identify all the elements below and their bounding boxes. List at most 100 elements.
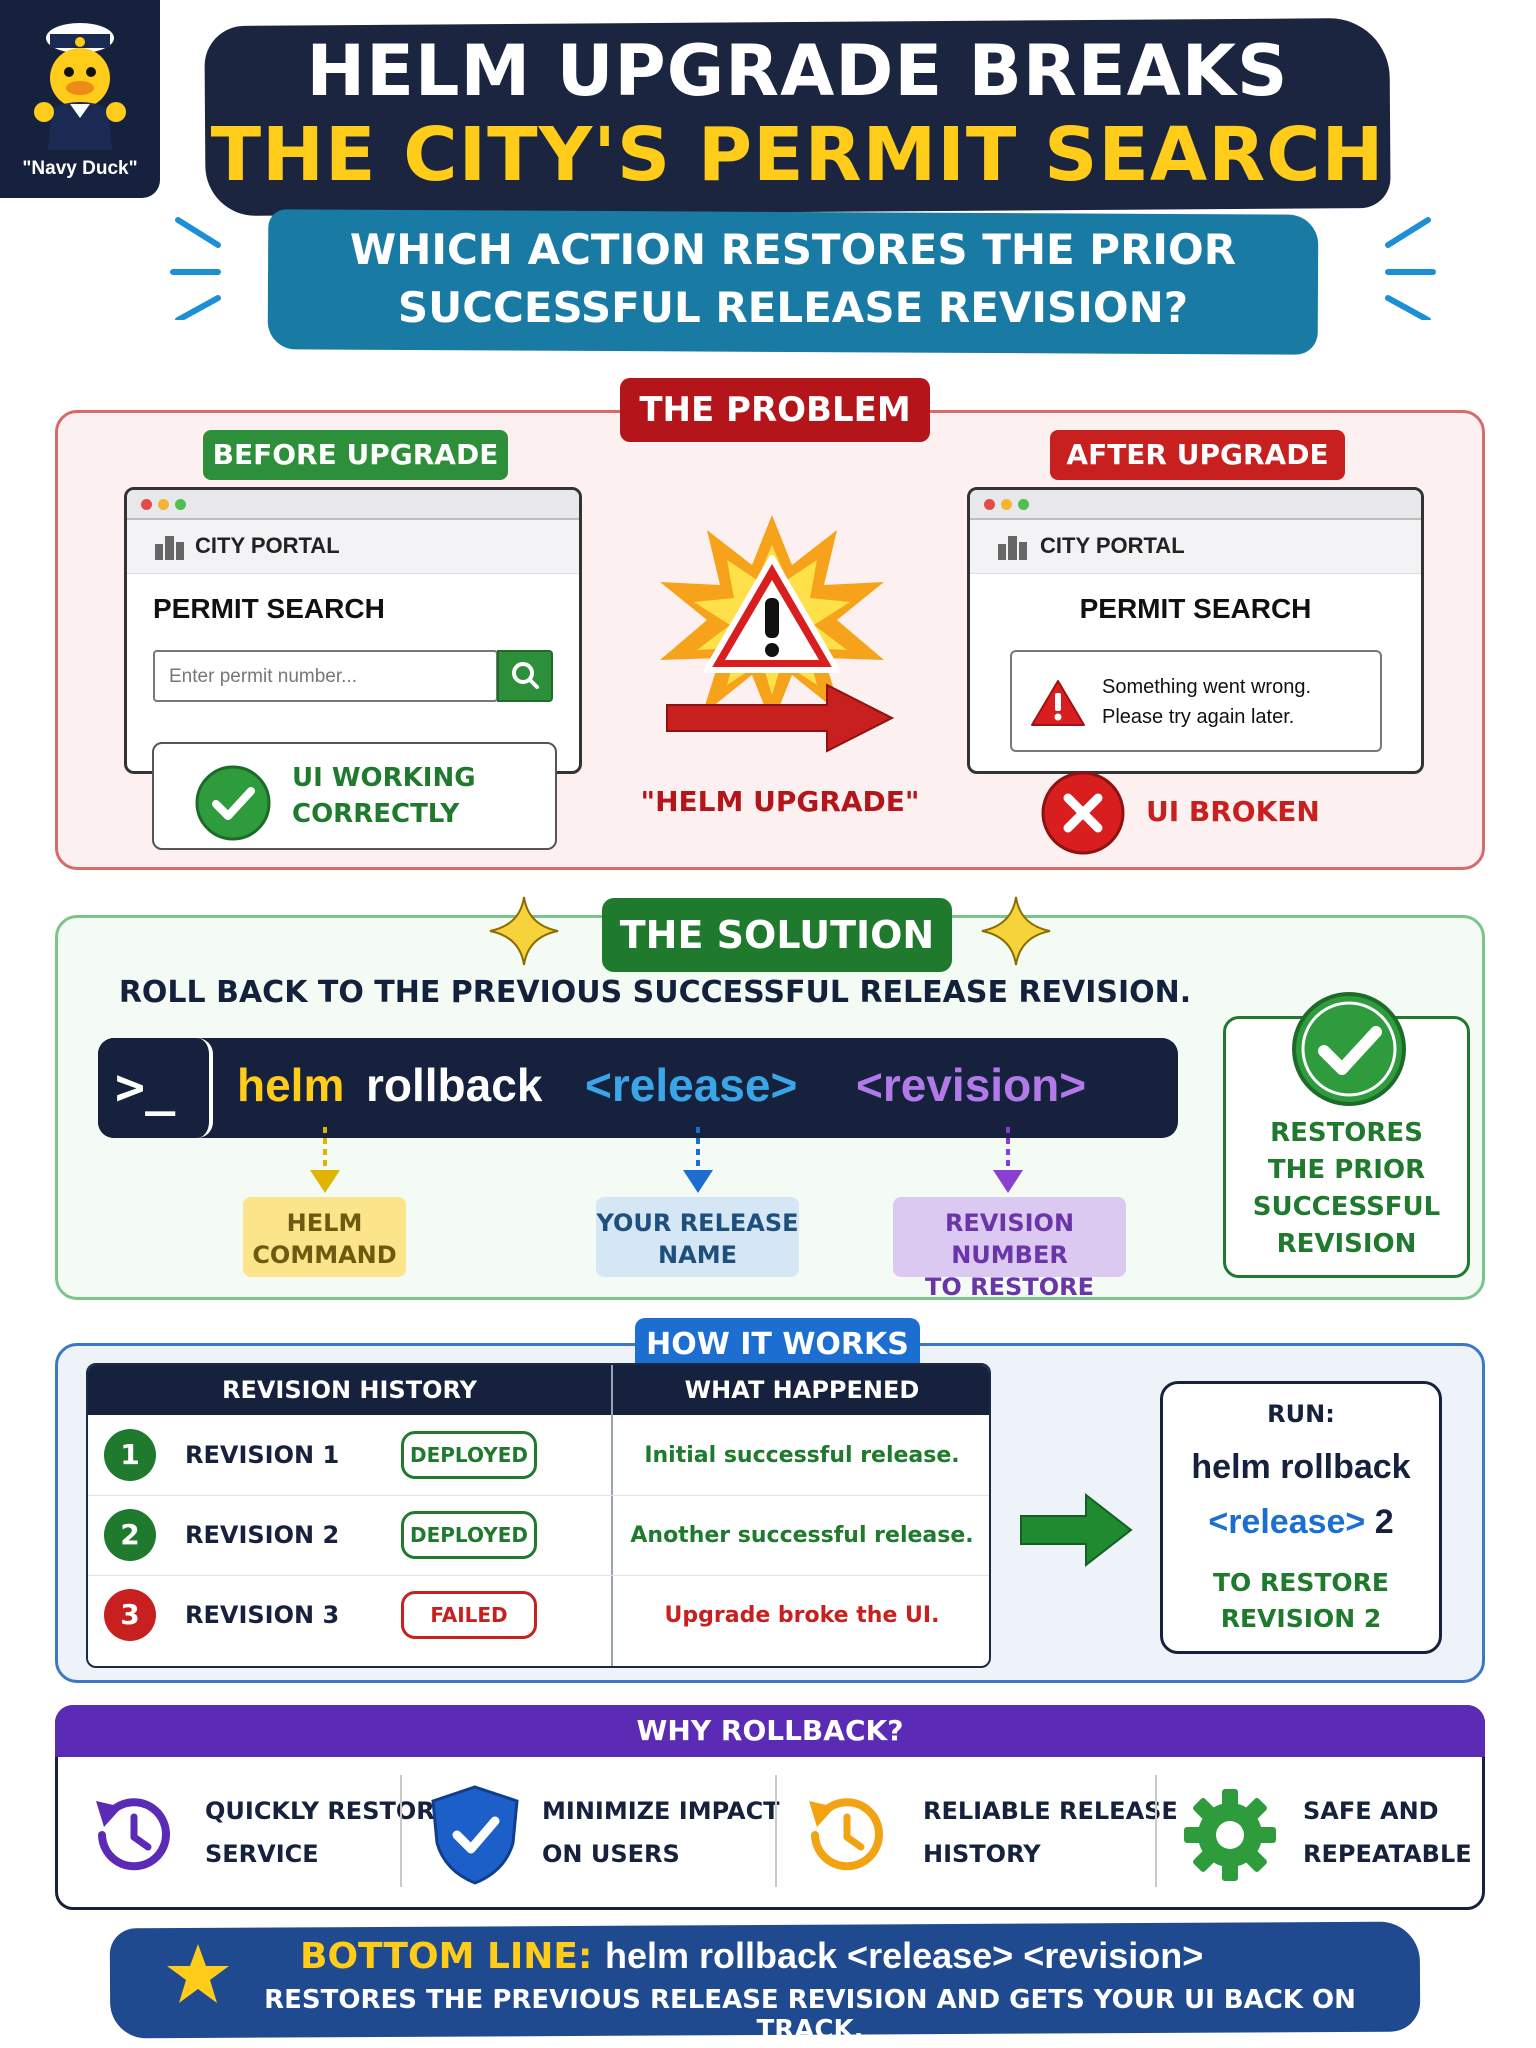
maximize-dot-icon [1018,499,1029,510]
run-label: RUN: [1267,1400,1335,1428]
run-command-line1: helm rollback [1191,1448,1411,1486]
error-text: Something went wrong. Please try again l… [1102,672,1311,732]
search-button[interactable] [497,650,553,702]
logo-label: "Navy Duck" [22,158,138,179]
after-upgrade-label: AFTER UPGRADE [1050,430,1345,480]
status-badge: FAILED [401,1591,537,1639]
before-upgrade-label: BEFORE UPGRADE [203,430,508,480]
run-foot-line2: REVISION 2 [1220,1604,1382,1633]
restore-line3: SUCCESSFUL [1252,1192,1441,1222]
helm-upgrade-label: "HELM UPGRADE" [640,785,920,818]
warning-triangle-icon [1031,680,1085,726]
search-icon [512,662,539,689]
why-divider [1155,1775,1157,1887]
restore-clock-icon [96,1798,170,1871]
bottom-line-command: helm rollback <release> <revision> [604,1935,1204,1976]
minimize-dot-icon [158,499,169,510]
gear-icon [1184,1789,1276,1881]
why-item-line1: QUICKLY RESTORE [205,1797,452,1825]
why-item-safe: SAFE AND REPEATABLE [1303,1790,1472,1876]
restore-result-text: RESTORES THE PRIOR SUCCESSFUL REVISION [1223,1115,1470,1263]
portal-name: CITY PORTAL [1040,533,1185,558]
row-divider [88,1575,989,1576]
star-icon [167,1944,229,2003]
why-item-line2: SERVICE [205,1840,319,1868]
why-item-minimize: MINIMIZE IMPACT ON USERS [542,1790,780,1876]
revision-number-badge: 2 [104,1509,156,1561]
permit-search-title: PERMIT SEARCH [153,593,385,624]
browser-titlebar [127,490,579,520]
portal-name: CITY PORTAL [195,533,340,558]
release-tag-line2: NAME [658,1241,737,1269]
ui-working-card: UI WORKING CORRECTLY [152,742,557,850]
maximize-dot-icon [175,499,186,510]
close-dot-icon [984,499,995,510]
col-what-happened: WHAT HAPPENED [684,1376,920,1404]
sparkle-star-right-icon [981,896,1051,966]
status-badge: DEPLOYED [401,1511,537,1559]
error-message-box: Something went wrong. Please try again l… [1010,650,1382,752]
helm-tag-line2: COMMAND [252,1241,397,1269]
release-name-tag: YOUR RELEASE NAME [596,1197,799,1277]
column-divider [611,1365,613,1666]
duck-mascot-icon [34,23,126,150]
error-line1: Something went wrong. [1102,676,1312,698]
cmd-revision: <revision> [856,1059,1087,1111]
revision-tag-line1: REVISION NUMBER [944,1209,1075,1269]
revision-tag-line2: TO RESTORE [925,1273,1094,1301]
why-item-restore: QUICKLY RESTORE SERVICE [205,1790,451,1876]
release-pointer-arrow-icon [683,1127,713,1193]
permit-search-title: PERMIT SEARCH [1079,593,1312,624]
why-divider [400,1775,402,1887]
run-revision: 2 [1374,1503,1394,1541]
history-clock-icon [809,1798,883,1871]
bottom-line-subtext: RESTORES THE PREVIOUS RELEASE REVISION A… [264,1985,1356,2045]
check-circle-icon [1292,992,1406,1106]
solution-description: ROLL BACK TO THE PREVIOUS SUCCESSFUL REL… [118,975,1192,1010]
revision-pointer-arrow-icon [993,1127,1023,1193]
restore-line2: THE PRIOR [1267,1155,1426,1185]
portal-header: CITY PORTAL [127,520,579,574]
navy-duck-logo [0,0,160,198]
close-dot-icon [141,499,152,510]
error-x-circle-icon [1041,771,1125,855]
solution-heading: THE SOLUTION [602,898,952,972]
why-item-line2: REPEATABLE [1303,1840,1472,1868]
bottom-line-heading: BOTTOM LINE: helm rollback <release> <re… [300,1935,1350,1977]
cmd-release: <release> [585,1059,798,1111]
bottom-line-label: BOTTOM LINE: [300,1936,593,1977]
revision-number-badge: 1 [104,1429,156,1481]
portal-header: CITY PORTAL [970,520,1421,574]
what-happened-text: Initial successful release. [644,1443,960,1468]
revision-label: REVISION 2 [185,1521,340,1549]
helm-pointer-arrow-icon [310,1127,340,1193]
permit-search-input[interactable]: Enter permit number... [153,650,498,702]
run-footnote: TO RESTORE REVISION 2 [1160,1565,1442,1637]
helm-tag-line1: HELM [286,1209,363,1237]
revision-history-table: REVISION HISTORY WHAT HAPPENED 1 REVISIO… [86,1363,991,1668]
why-rollback-heading: WHY ROLLBACK? [55,1705,1485,1757]
sparkle-lines-right-icon [1385,217,1436,320]
command-terminal [98,1038,1178,1138]
table-header: REVISION HISTORY WHAT HAPPENED [88,1365,989,1415]
browser-titlebar [970,490,1421,520]
row-divider [88,1495,989,1496]
upgrade-arrow-icon [666,683,895,753]
why-item-line1: RELIABLE RELEASE [923,1797,1178,1825]
question-line2: SUCCESSFUL RELEASE REVISION? [397,283,1189,332]
green-arrow-right-icon [1020,1492,1133,1568]
what-happened-text: Upgrade broke the UI. [664,1603,940,1628]
col-revision-history: REVISION HISTORY [221,1376,478,1404]
warning-explosion-icon [660,515,884,725]
problem-heading: THE PROBLEM [620,378,930,442]
sparkle-star-left-icon [489,896,559,966]
terminal-prompt-icon: >_ [115,1058,176,1116]
release-tag-line1: YOUR RELEASE [596,1209,799,1237]
ui-working-line1: UI WORKING [292,763,476,793]
why-item-history: RELIABLE RELEASE HISTORY [923,1790,1178,1876]
helm-command-tag: HELM COMMAND [243,1197,406,1277]
ui-working-line2: CORRECTLY [292,799,460,829]
check-circle-icon [195,765,271,841]
ui-broken-label: UI BROKEN [1146,795,1320,828]
city-buildings-icon [155,536,184,560]
